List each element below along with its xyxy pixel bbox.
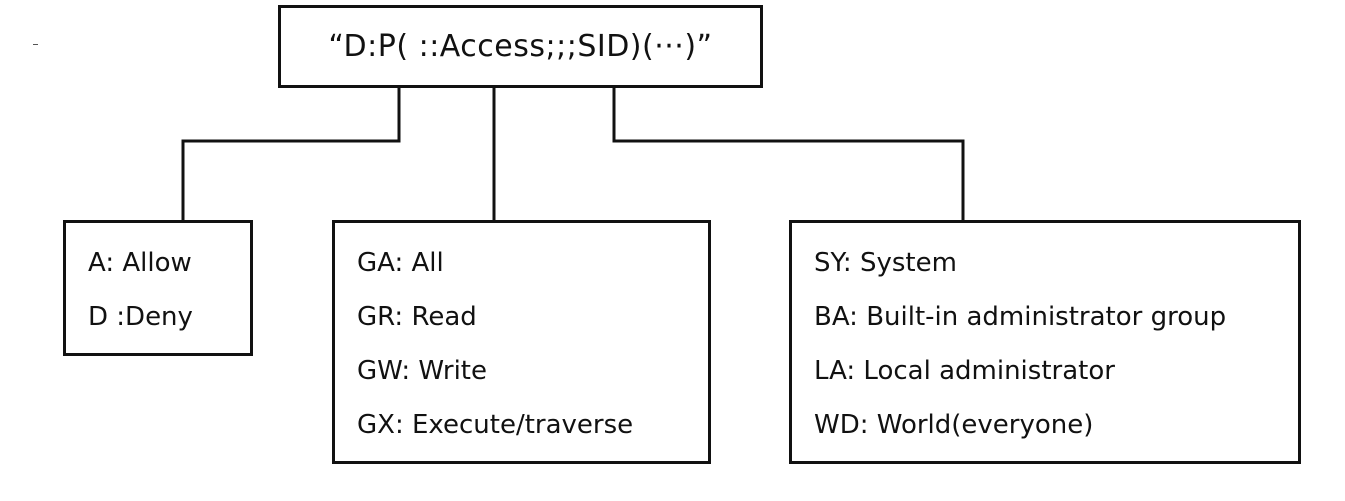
sddl-expression-box: “D:P( ::Access;;;SID)(···)” <box>278 5 763 88</box>
access-box: GA: All GR: Read GW: Write GX: Execute/t… <box>332 220 711 464</box>
sid-box: SY: System BA: Built-in administrator gr… <box>789 220 1301 464</box>
sddl-expression-text: “D:P( ::Access;;;SID)(···)” <box>328 29 713 64</box>
access-item-read: GR: Read <box>357 302 477 332</box>
access-item-all: GA: All <box>357 248 444 278</box>
access-list: GA: All GR: Read GW: Write GX: Execute/t… <box>357 236 708 452</box>
access-item-execute: GX: Execute/traverse <box>357 410 634 440</box>
action-item-deny: D :Deny <box>88 302 193 332</box>
stray-mark <box>33 44 38 45</box>
sid-item-builtin-admin: BA: Built-in administrator group <box>814 302 1227 332</box>
action-list: A: Allow D :Deny <box>88 236 250 344</box>
connector-sid <box>612 62 965 222</box>
sid-item-world: WD: World(everyone) <box>814 410 1094 440</box>
action-item-allow: A: Allow <box>88 248 192 278</box>
access-item-write: GW: Write <box>357 356 487 386</box>
sid-item-local-admin: LA: Local administrator <box>814 356 1115 386</box>
action-box: A: Allow D :Deny <box>63 220 253 356</box>
connector-action <box>181 62 401 222</box>
sid-item-system: SY: System <box>814 248 957 278</box>
sid-list: SY: System BA: Built-in administrator gr… <box>814 236 1298 452</box>
